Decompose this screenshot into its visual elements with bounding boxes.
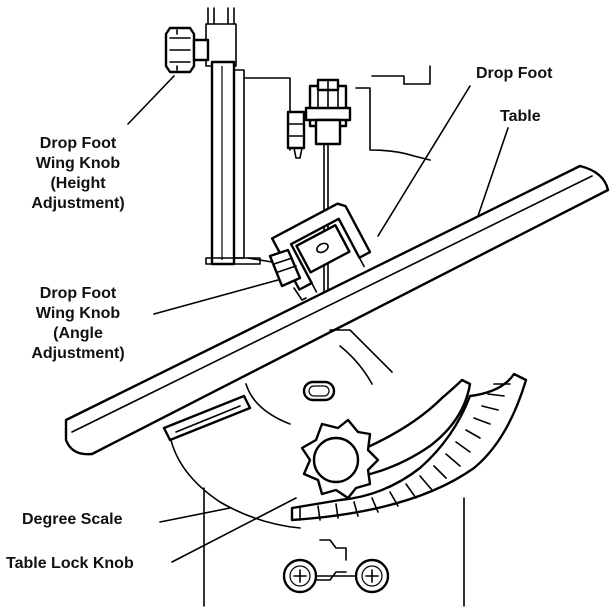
label-height-wing-knob: Drop Foot Wing Knob (Height Adjustment)	[14, 134, 142, 214]
label-degree-scale: Degree Scale	[22, 511, 123, 528]
leader-table	[477, 127, 509, 217]
trunnion-assembly	[162, 329, 528, 607]
label-line: (Height	[50, 175, 106, 192]
leader-lines	[127, 75, 509, 563]
guide-post	[210, 60, 236, 266]
leader-height-knob	[127, 75, 175, 125]
height-wing-knob	[164, 26, 210, 74]
label-table-lock-knob: Table Lock Knob	[6, 555, 134, 572]
degree-scale-ticks	[299, 383, 511, 521]
leader-drop-foot	[377, 85, 471, 237]
label-line: Wing Knob	[35, 305, 121, 322]
bottom-screws	[282, 539, 390, 594]
label-table: Table	[500, 108, 541, 125]
guide-post-assembly	[205, 7, 261, 266]
label-line: Drop Foot	[39, 135, 117, 152]
upper-housing	[243, 65, 431, 161]
table-lock-knob-gear	[300, 418, 380, 500]
angle-wing-knob	[247, 248, 307, 301]
leader-degree-scale	[159, 507, 231, 523]
leader-lock-knob	[171, 497, 297, 563]
label-line: (Angle	[53, 325, 103, 342]
label-line: Adjustment)	[31, 195, 125, 212]
leader-angle-knob	[153, 279, 279, 315]
label-angle-wing-knob: Drop Foot Wing Knob (Angle Adjustment)	[14, 284, 142, 364]
label-line: Drop Foot	[39, 285, 117, 302]
label-drop-foot: Drop Foot	[476, 65, 553, 82]
label-line: Wing Knob	[35, 155, 121, 172]
label-line: Adjustment)	[31, 345, 125, 362]
tilted-table	[64, 164, 610, 456]
